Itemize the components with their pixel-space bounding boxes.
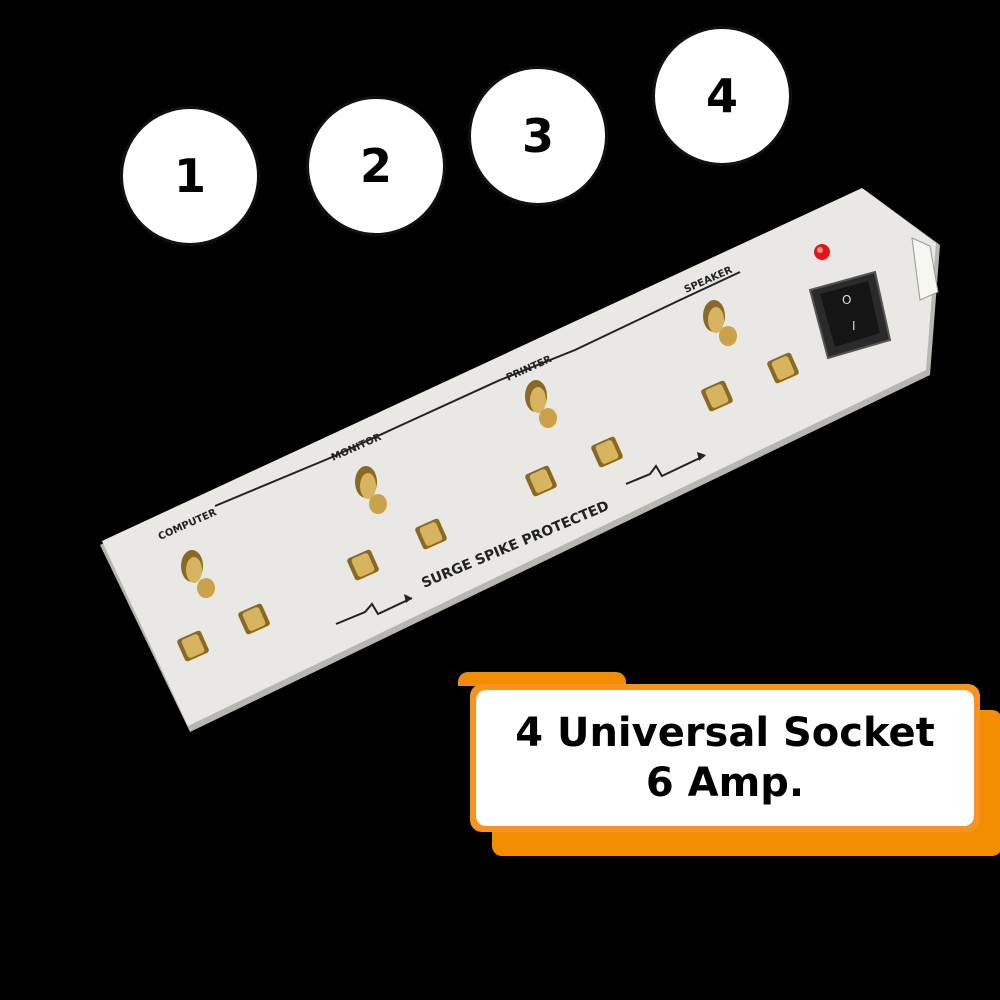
socket-printer [525,380,623,497]
switch-off-mark: O [842,293,851,307]
surge-arrow-left [335,597,413,625]
callout-bubble-4: 4 [652,26,792,166]
label-divider-line [214,271,741,507]
socket-speaker [701,300,799,412]
strip-end-cap [911,237,939,301]
socket-computer [177,550,270,662]
spec-badge: 4 Universal Socket 6 Amp. [470,684,980,832]
callout-bubble-3: 3 [468,66,608,206]
spec-badge-line-2: 6 Amp. [645,760,805,806]
callout-bubble-2: 2 [306,96,446,236]
switch-on-mark: I [852,319,856,333]
socket-monitor [347,466,447,581]
power-switch[interactable]: O I [808,270,892,360]
callout-bubble-1: 1 [120,106,260,246]
badge-accent-tab [458,672,626,686]
strip-body [102,188,936,726]
surge-arrow-right-head [697,452,706,461]
spec-badge-inner: 4 Universal Socket 6 Amp. [476,690,974,826]
power-strip: COMPUTER MONITOR PRINTER SPEAKER SURGE S… [100,188,940,732]
surge-arrow-right [625,455,705,485]
surge-arrow-left-head [404,594,412,603]
spec-badge-line-1: 4 Universal Socket [515,710,935,756]
